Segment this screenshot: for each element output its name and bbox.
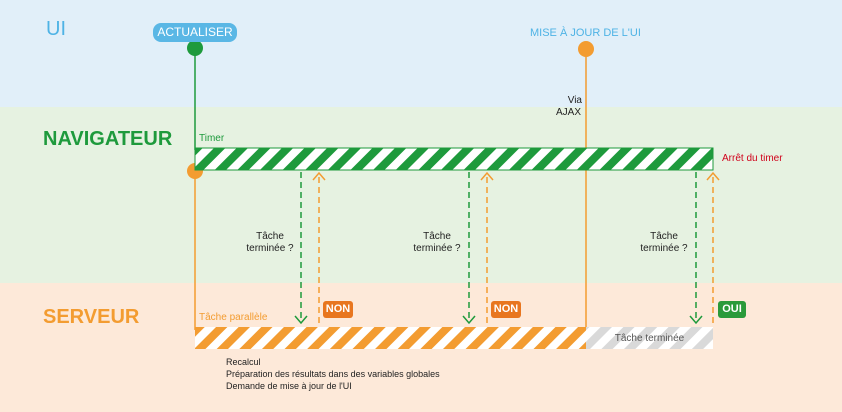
ui-lane-title: UI <box>46 18 66 40</box>
check-question-line2: terminée ? <box>413 243 461 254</box>
check-question-line1: Tâche <box>256 231 284 242</box>
check-question-line2: terminée ? <box>246 243 294 254</box>
answer-badge-no: NON <box>491 301 521 318</box>
check-request-arrow <box>689 315 703 325</box>
task-done-bar <box>586 327 713 349</box>
check-question-line1: Tâche <box>423 231 451 242</box>
answer-badge-no: NON <box>323 301 353 318</box>
ui-lane <box>0 0 842 107</box>
navigator-lane-title: NAVIGATEUR <box>43 128 173 150</box>
check-question-line1: Tâche <box>650 231 678 242</box>
timer-bar <box>194 147 714 171</box>
server-lane-title: SERVEUR <box>43 306 140 328</box>
task-done-label: Tâche terminée <box>614 333 685 344</box>
via-ajax-line2: AJAX <box>556 107 582 118</box>
ui-update-label: MISE À JOUR DE L'UI <box>530 27 641 39</box>
server-step: Demande de mise à jour de l'UI <box>226 381 352 391</box>
check-request-arrow <box>294 315 308 325</box>
timer-stop-label: Arrêt du timer <box>722 153 783 164</box>
parallel-task-label: Tâche parallèle <box>199 312 268 323</box>
refresh-button[interactable]: ACTUALISER <box>153 23 237 42</box>
check-response-arrow <box>480 171 494 181</box>
server-step: Recalcul <box>226 357 261 367</box>
check-response-arrow <box>312 171 326 181</box>
check-request-arrow <box>462 315 476 325</box>
timer-label: Timer <box>199 133 225 144</box>
navigator-lane <box>0 107 842 283</box>
answer-badge-yes: OUI <box>718 301 746 318</box>
via-ajax-line1: Via <box>567 95 582 106</box>
check-question-line2: terminée ? <box>640 243 688 254</box>
check-response-arrow <box>706 171 720 181</box>
refresh-dot <box>187 40 203 56</box>
ui-update-dot <box>578 41 594 57</box>
server-step: Préparation des résultats dans des varia… <box>226 369 440 379</box>
parallel-task-bar <box>195 327 586 349</box>
